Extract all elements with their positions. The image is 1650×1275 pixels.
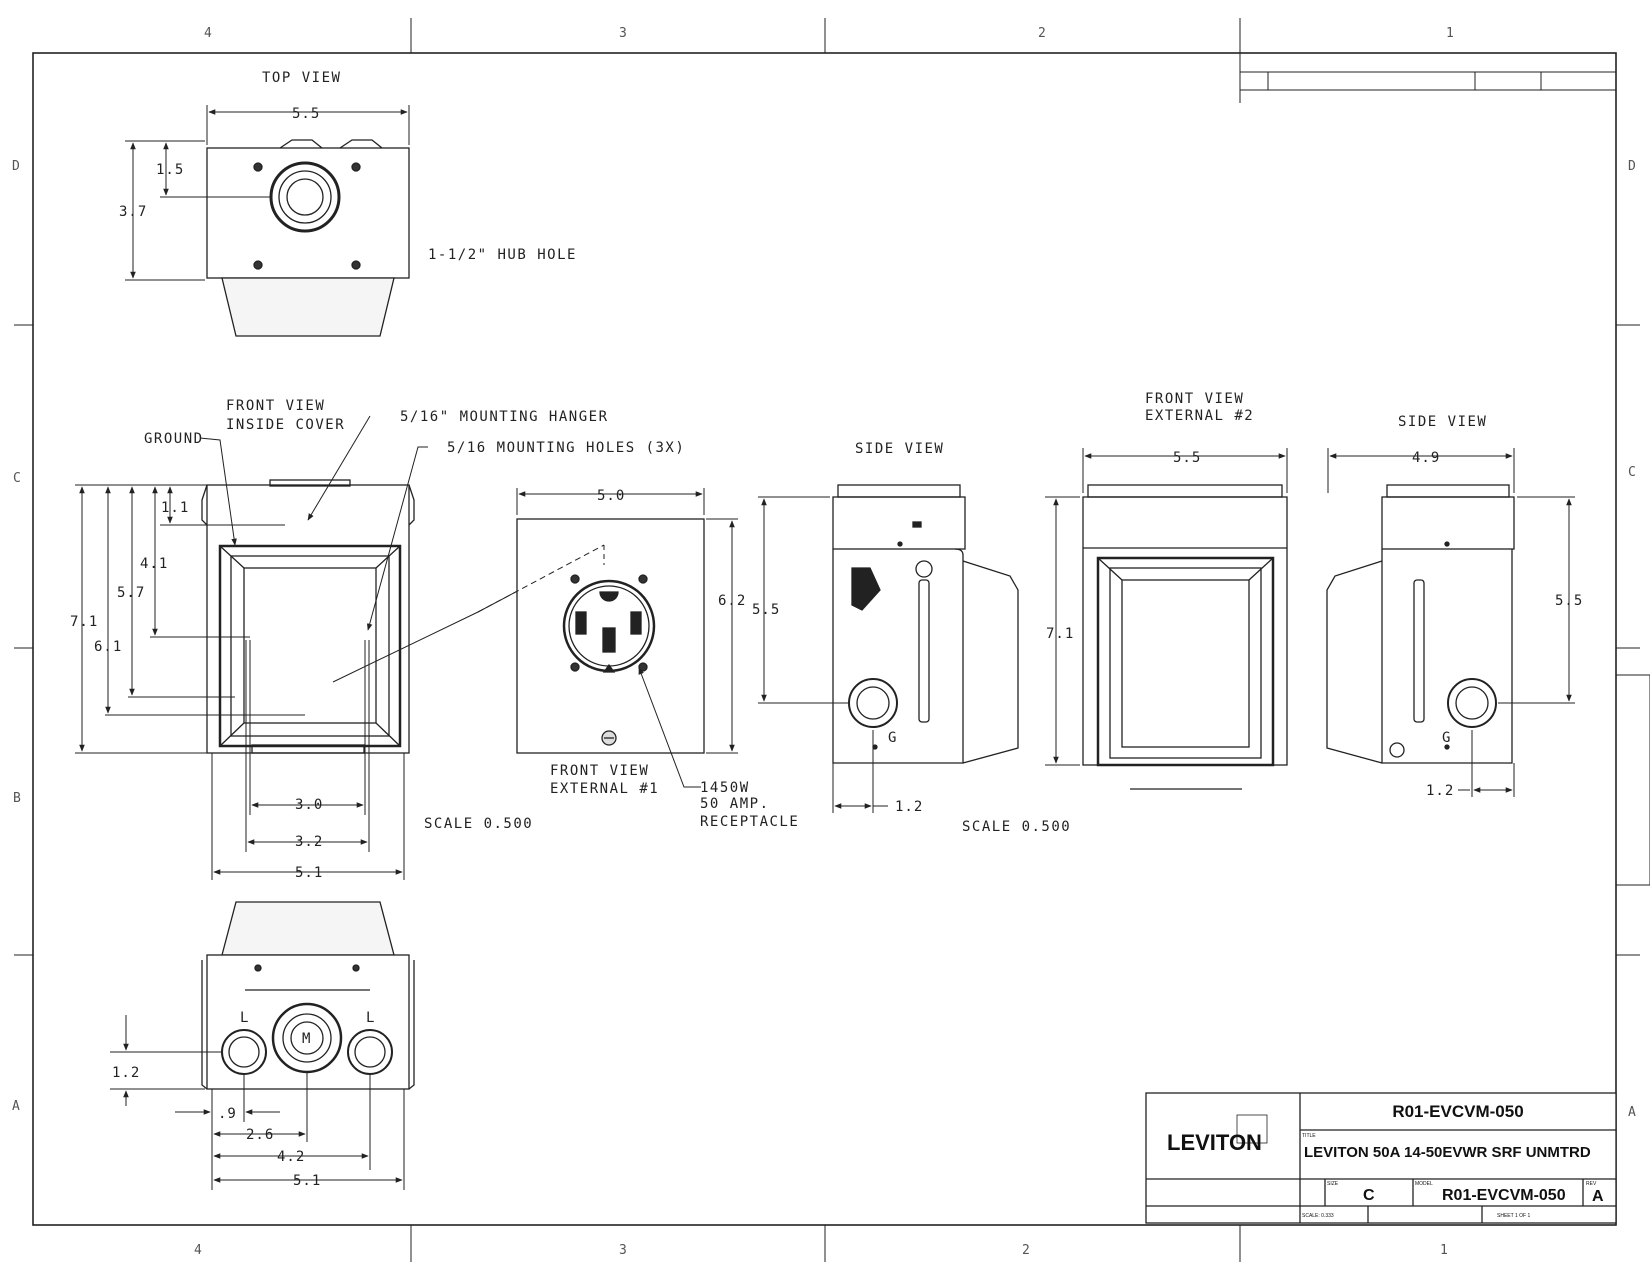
title-block-text: LEVITON R01-EVCVM-050 TITLE LEVITON 50A …	[1167, 1102, 1604, 1219]
side-view-a-title: SIDE VIEW	[855, 441, 944, 457]
side-view-b-labels: SIDE VIEW 4.9 5.5 1.2 G	[1398, 414, 1583, 799]
receptacle-note-watts: 1450W	[700, 780, 750, 796]
title-field-label: TITLE	[1302, 1133, 1316, 1139]
front-inside-dim-5-7: 5.7	[117, 585, 145, 601]
zone-col-top: 1	[1446, 26, 1454, 41]
hub-hole-note: 1-1/2" HUB HOLE	[428, 247, 577, 263]
front-ext2-subtitle: EXTERNAL #2	[1145, 408, 1254, 424]
front-ext1-dim-height: 6.2	[718, 593, 746, 609]
zone-labels: 4 3 2 1 4 3 2 1 D C B A D C A	[12, 26, 1636, 1258]
zone-row-left: C	[13, 471, 21, 486]
receptacle-note-type: RECEPTACLE	[700, 814, 799, 830]
zone-row-left: D	[12, 159, 20, 174]
bottom-view-dim-2-6: 2.6	[246, 1127, 274, 1143]
side-view-a-ground: G	[888, 730, 897, 746]
side-view-b	[1326, 448, 1575, 797]
front-ext2-title: FRONT VIEW	[1145, 391, 1244, 407]
receptacle-note-amp: 50 AMP.	[700, 796, 770, 812]
zone-col-top: 4	[204, 26, 212, 41]
side-view-a-dim-offset: 1.2	[895, 799, 923, 815]
front-inside-dim-5-1: 5.1	[295, 865, 323, 881]
zone-col-top: 3	[619, 26, 627, 41]
front-ext2-dim-height: 7.1	[1046, 626, 1074, 642]
drawing-title: LEVITON 50A 14-50EVWR SRF UNMTRD	[1304, 1144, 1591, 1161]
scale-value: SCALE: 0.333	[1302, 1213, 1334, 1219]
scale-note-left: SCALE 0.500	[424, 816, 533, 832]
front-inside-title: FRONT VIEW	[226, 398, 325, 414]
bottom-view-dim-1-2: 1.2	[112, 1065, 140, 1081]
zone-row-left: A	[12, 1099, 20, 1114]
bottom-view-mark-m: M	[302, 1031, 311, 1047]
zone-col-bottom: 2	[1022, 1243, 1030, 1258]
side-view-a-dim-height: 5.5	[752, 602, 780, 618]
side-view-b-ground: G	[1442, 730, 1451, 746]
zone-row-right: A	[1628, 1105, 1636, 1120]
side-view-b-title: SIDE VIEW	[1398, 414, 1487, 430]
front-inside-dim-7-1: 7.1	[70, 614, 98, 630]
zone-col-top: 2	[1038, 26, 1046, 41]
side-view-a-labels: SIDE VIEW 5.5 1.2 G SCALE 0.500	[752, 441, 1071, 835]
mounting-hanger-label: 5/16" MOUNTING HANGER	[400, 409, 609, 425]
front-inside-view	[75, 415, 605, 880]
side-view-b-dim-height: 5.5	[1555, 593, 1583, 609]
bottom-view-mark-l2: L	[366, 1010, 375, 1026]
ground-label: GROUND	[144, 431, 204, 447]
rev-field-label: REV	[1586, 1181, 1597, 1187]
zone-row-right: D	[1628, 159, 1636, 174]
side-view-b-dim-offset: 1.2	[1426, 783, 1454, 799]
front-inside-dim-3-0: 3.0	[295, 797, 323, 813]
front-inside-labels: FRONT VIEW INSIDE COVER GROUND 5/16" MOU…	[70, 398, 685, 881]
scale-note-right: SCALE 0.500	[962, 819, 1071, 835]
mounting-holes-label: 5/16 MOUNTING HOLES (3X)	[447, 440, 685, 456]
front-ext2-dim-width: 5.5	[1173, 450, 1201, 466]
front-inside-subtitle: INSIDE COVER	[226, 417, 345, 433]
front-ext1-title: FRONT VIEW	[550, 763, 649, 779]
zone-col-bottom: 4	[194, 1243, 202, 1258]
top-view	[125, 105, 410, 337]
leviton-logo: LEVITON	[1167, 1130, 1262, 1155]
top-view-dim-width: 5.5	[292, 106, 320, 122]
zone-col-bottom: 1	[1440, 1243, 1448, 1258]
size-field-label: SIZE	[1327, 1181, 1339, 1187]
top-view-title: TOP VIEW	[262, 70, 341, 86]
sheet-value: SHEET 1 OF 1	[1497, 1213, 1530, 1219]
zone-col-bottom: 3	[619, 1243, 627, 1258]
front-external2-view	[1045, 448, 1288, 790]
zone-row-left: B	[13, 791, 21, 806]
front-external2-labels: FRONT VIEW EXTERNAL #2 5.5 7.1	[1046, 391, 1254, 642]
front-inside-dim-3-2: 3.2	[295, 834, 323, 850]
bottom-view-dim-5-1: 5.1	[293, 1173, 321, 1189]
rev-value: A	[1592, 1188, 1604, 1205]
bottom-view	[110, 901, 415, 1190]
size-value: C	[1363, 1187, 1375, 1204]
model-value: R01-EVCVM-050	[1442, 1187, 1566, 1204]
top-view-dim-depth: 3.7	[119, 204, 147, 220]
top-view-labels: TOP VIEW 5.5 1.5 3.7 1-1/2" HUB HOLE	[119, 70, 577, 263]
top-view-dim-1-5: 1.5	[156, 162, 184, 178]
side-view-b-dim-width: 4.9	[1412, 450, 1440, 466]
side-view-a	[758, 484, 1019, 813]
front-external1-labels: FRONT VIEW EXTERNAL #1 5.0 6.2 1450W 50 …	[550, 488, 799, 830]
front-inside-dim-6-1: 6.1	[94, 639, 122, 655]
front-external1-view	[477, 488, 738, 788]
title-block	[1145, 1092, 1617, 1224]
bottom-view-dim-4-2: 4.2	[277, 1149, 305, 1165]
bottom-view-dim-0-9: .9	[218, 1106, 237, 1122]
front-inside-dim-1-1: 1.1	[161, 500, 189, 516]
zone-row-right: C	[1628, 465, 1636, 480]
drawing-number: R01-EVCVM-050	[1392, 1102, 1523, 1121]
front-ext1-subtitle: EXTERNAL #1	[550, 781, 659, 797]
front-ext1-dim-width: 5.0	[597, 488, 625, 504]
sheet-border	[14, 18, 1650, 1262]
bottom-view-labels: L M L 1.2 .9 2.6 4.2 5.1	[112, 1010, 375, 1189]
front-inside-dim-4-1: 4.1	[140, 556, 168, 572]
model-field-label: MODEL	[1415, 1181, 1433, 1187]
bottom-view-mark-l: L	[240, 1010, 249, 1026]
